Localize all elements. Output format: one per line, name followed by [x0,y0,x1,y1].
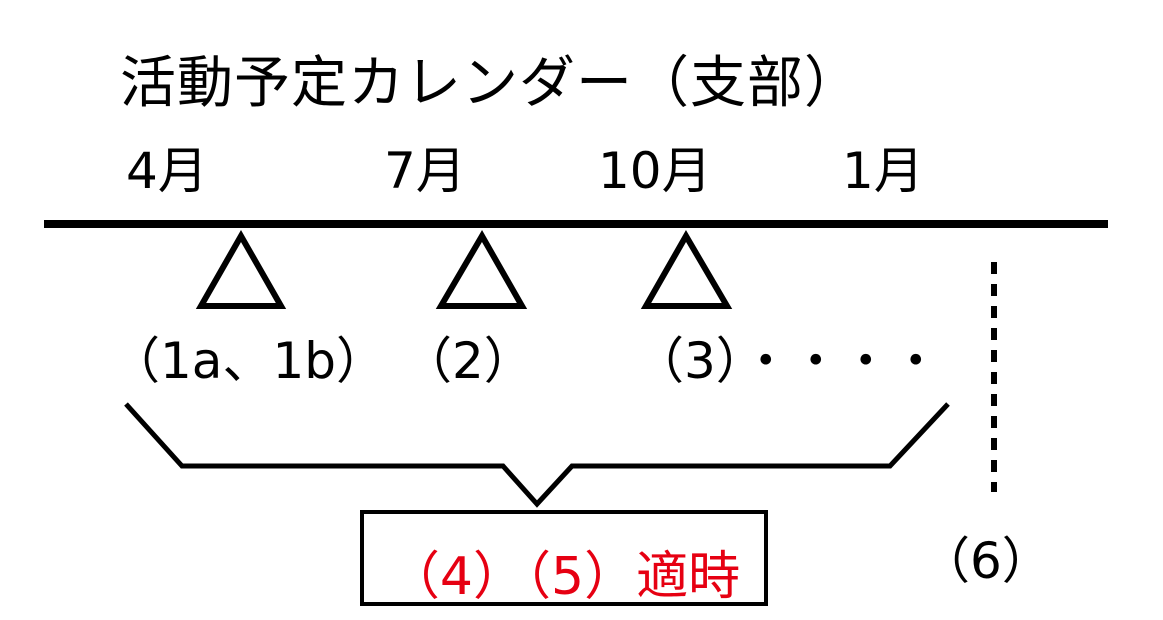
event-label-1: （1a、1b） [110,332,387,390]
month-label-jan: 1月 [842,142,924,200]
event-label-2: （2） [402,332,534,390]
event-marker-triangle-1 [195,229,287,309]
event-label-6: （6） [920,532,1052,590]
timely-activities-label: （4）（5）適時 [387,547,741,607]
month-label-oct: 10月 [598,142,712,200]
timely-activities-box: （4）（5）適時 [360,510,768,607]
month-label-jul: 7月 [384,142,466,200]
event-label-3: （3）・・・・ [634,332,941,390]
event-marker-triangle-2 [435,230,528,309]
page-title: 活動予定カレンダー（支部） [120,51,861,116]
grouping-brace [124,402,950,508]
month-label-apr: 4月 [126,142,208,200]
event-marker-triangle-3 [640,230,733,309]
